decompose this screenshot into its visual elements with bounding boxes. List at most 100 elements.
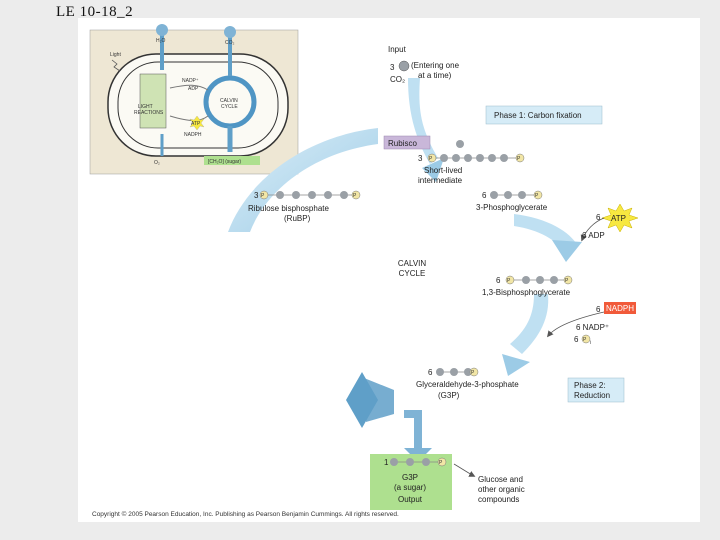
short-lived-count: 3	[418, 154, 423, 163]
input-entering-label-2: at a time)	[418, 71, 452, 80]
carbon-atom	[464, 368, 472, 376]
adp-return-arrow	[169, 84, 209, 91]
carbon-atom	[340, 191, 348, 199]
carbon-atom	[536, 276, 544, 284]
input-title: Input	[388, 45, 407, 54]
g3p-label: Glyceraldehyde-3-phosphate	[416, 380, 519, 389]
h2o-bubble	[156, 24, 168, 36]
pga-p: P	[535, 193, 539, 199]
phase2-label-2: Reduction	[574, 391, 610, 400]
phosphate-group	[437, 457, 447, 467]
carbon-atom	[308, 191, 316, 199]
phosphate-group	[533, 190, 543, 200]
nadph-consume-arrow	[546, 311, 605, 338]
carbon-atom	[440, 154, 448, 162]
phase2-label: Phase 2:	[574, 381, 606, 390]
rubp-molecule: P P	[259, 190, 361, 200]
carbon-atom	[406, 458, 414, 466]
carbon-atom	[390, 458, 398, 466]
carbon-atom	[452, 154, 460, 162]
g3p-count: 6	[428, 368, 433, 377]
inset-light-label: Light	[110, 52, 121, 58]
rubisco-label: Rubisco	[388, 139, 417, 148]
glucose-label: Glucose and	[478, 475, 523, 484]
input-entering-label: (Entering one	[411, 61, 460, 70]
g3p-p: P	[471, 370, 475, 376]
phase2-box	[567, 377, 625, 403]
co2-input-arrow	[408, 78, 438, 164]
phosphate-group	[581, 334, 591, 344]
pga-label: 3-Phosphoglycerate	[476, 203, 548, 212]
short-lived-label: Short-lived	[424, 166, 462, 175]
input-count: 3	[390, 63, 395, 72]
calvin-cycle-label-2: CYCLE	[399, 269, 426, 278]
short-lived-molecule: P P	[427, 140, 525, 163]
nadph-box	[604, 302, 636, 314]
output-g3p-label: G3P	[402, 473, 418, 482]
co2-input-arrowhead	[422, 158, 444, 182]
diagram-panel: H₂O CO₂ Light NADP⁺ ADP LIGHT REACTIONS …	[78, 18, 700, 522]
inset-o2-label: O₂	[154, 160, 160, 166]
carbon-atom	[292, 191, 300, 199]
output-molecule: P	[390, 457, 447, 467]
short-lived-p-end: P	[517, 156, 521, 162]
carbon-atom	[436, 368, 444, 376]
inset-light-reactions-label: LIGHT	[138, 104, 153, 110]
light-icon	[111, 59, 121, 72]
nadp-out-label: 6 NADP⁺	[576, 323, 609, 332]
g3p-label-2: (G3P)	[438, 391, 460, 400]
copyright-notice: Copyright © 2005 Pearson Education, Inc.…	[92, 510, 399, 518]
nadph-in-count: 6	[596, 305, 601, 314]
phase1-arrowhead	[552, 240, 582, 262]
phase1-label: Phase 1: Carbon fixation	[494, 111, 582, 120]
carbon-atom	[522, 276, 530, 284]
pga-count: 6	[482, 191, 487, 200]
phosphate-group	[505, 275, 515, 285]
rubp-p: P	[261, 193, 265, 199]
phase1-box	[485, 105, 603, 125]
output-down-arrow	[404, 410, 422, 450]
phosphate-group	[563, 275, 573, 285]
atp-consume-arrow	[580, 217, 605, 242]
overview-inset: H₂O CO₂ Light NADP⁺ ADP LIGHT REACTIONS …	[89, 24, 299, 175]
inset-calvin-label: CALVIN	[220, 98, 238, 104]
bpg-label: 1,3-Bisphosphoglycerate	[482, 288, 571, 297]
phosphate-group	[515, 153, 525, 163]
calvin-cycle-diagram: H₂O CO₂ Light NADP⁺ ADP LIGHT REACTIONS …	[89, 24, 639, 518]
output-p: P	[439, 460, 443, 466]
inset-nadph-label: NADPH	[184, 132, 202, 138]
inset-sugar-box	[204, 156, 260, 165]
pga-molecule: P	[490, 190, 543, 200]
carbon-atom	[504, 191, 512, 199]
inset-light-reactions-label-2: REACTIONS	[134, 110, 164, 116]
input-carbon-atom	[398, 60, 410, 72]
inset-atp-star	[189, 115, 205, 131]
reduction-arrow-band	[510, 294, 549, 354]
carbon-atom	[450, 368, 458, 376]
bpg-count: 6	[496, 276, 501, 285]
short-lived-label-2: intermediate	[418, 176, 463, 185]
carbon-atom	[500, 154, 508, 162]
g3p-recycle-arrowhead	[346, 372, 378, 428]
pi-count: 6	[574, 335, 579, 344]
output-count: 1	[384, 458, 389, 467]
regeneration-arrow-band	[228, 128, 378, 232]
glucose-arrow	[453, 463, 476, 477]
carbon-atom	[324, 191, 332, 199]
output-title: Output	[398, 495, 423, 504]
co2-bubble	[224, 26, 236, 38]
g3p-molecule: P	[436, 367, 479, 377]
chloroplast-inner-membrane	[117, 61, 279, 149]
phosphate-group	[259, 190, 269, 200]
rubisco-box	[383, 135, 431, 150]
bpg-molecule: P P	[505, 275, 573, 285]
carbon-atom	[488, 154, 496, 162]
bpg-p: P	[507, 278, 511, 284]
carbon-atom	[276, 191, 284, 199]
inset-adp-label: ADP	[188, 86, 199, 92]
phosphate-group	[351, 190, 361, 200]
carbon-atom	[422, 458, 430, 466]
inset-nadp-label: NADP⁺	[182, 78, 199, 84]
adp-out-label: 6 ADP	[582, 231, 605, 240]
inset-co2-label: CO₂	[225, 40, 235, 46]
